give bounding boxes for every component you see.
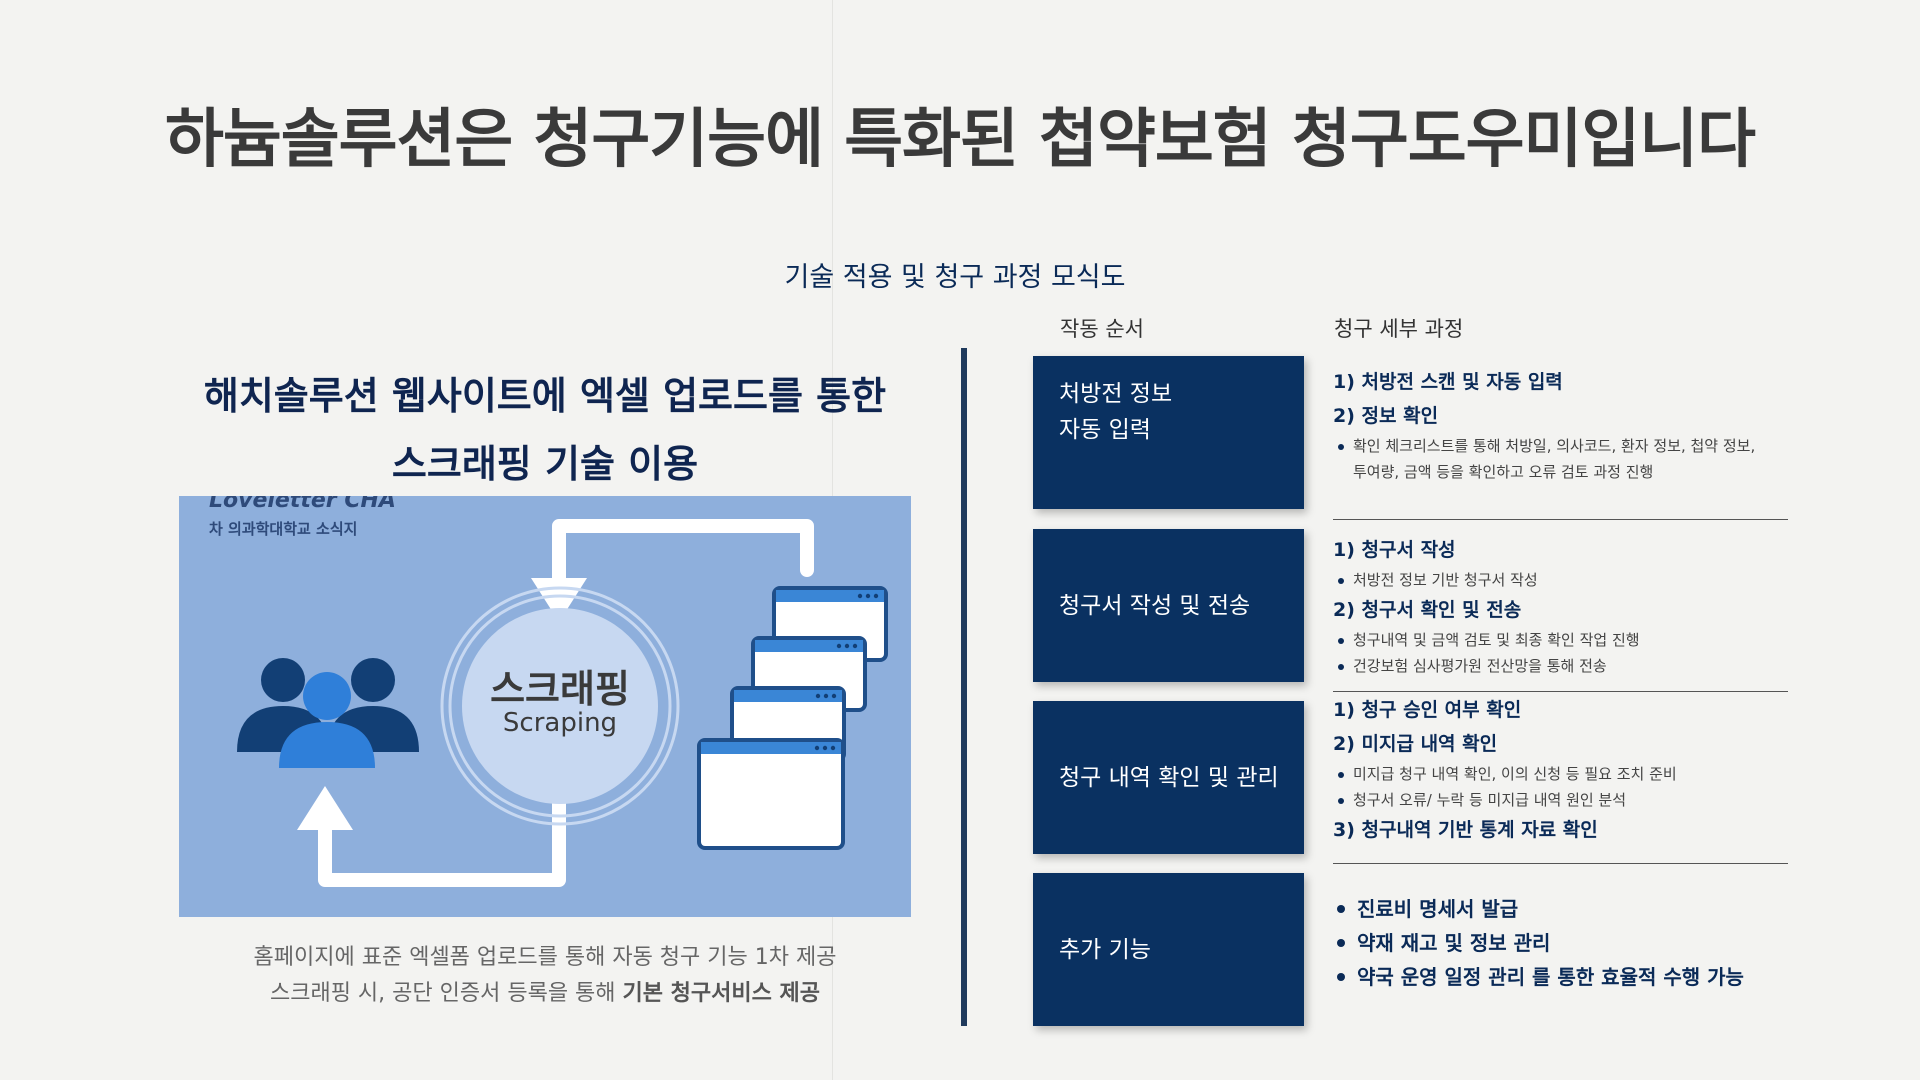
- browser-title-bar: [734, 690, 842, 702]
- browser-title-bar: [755, 640, 863, 652]
- column-header-order: 작동 순서: [1060, 317, 1144, 341]
- users-icon: [237, 658, 419, 768]
- detail-block-4: 진료비 명세서 발급 약재 재고 및 정보 관리 약국 운영 일정 관리 를 통…: [1333, 892, 1788, 994]
- step-box-extra-features: 추가 기능: [1033, 873, 1304, 1026]
- detail-bullet: 확인 체크리스트를 통해 처방일, 의사코드, 환자 정보, 첩약 정보, 투여…: [1333, 433, 1788, 485]
- detail-block-1: 1) 처방전 스캔 및 자동 입력 2) 정보 확인 확인 체크리스트를 통해 …: [1333, 365, 1788, 485]
- browser-window-icon: [697, 738, 845, 850]
- step-box-claim-history: 청구 내역 확인 및 관리: [1033, 701, 1304, 854]
- scraping-circle-mid: [448, 594, 672, 818]
- browser-title-bar: [776, 590, 884, 602]
- left-heading-line1: 해치솔루션 웹사이트에 엑셀 업로드를 통한: [203, 374, 887, 418]
- browser-dot: [857, 593, 863, 599]
- browser-title-bar: [701, 742, 841, 754]
- scraping-label-en: Scraping: [502, 708, 618, 738]
- step-box-claim-write-send: 청구서 작성 및 전송: [1033, 529, 1304, 682]
- left-heading: 해치솔루션 웹사이트에 엑셀 업로드를 통한 스크래핑 기술 이용: [180, 362, 910, 498]
- browser-dot: [814, 745, 820, 751]
- browser-dot: [873, 593, 879, 599]
- browser-dot: [831, 693, 837, 699]
- browser-dot: [865, 593, 871, 599]
- loop-arrow-top: [552, 519, 814, 591]
- scraping-label-kr: 스크래핑: [490, 667, 630, 711]
- loop-arrow-bottom: [318, 777, 566, 887]
- scraping-illustration: Loveletter CHA 차 의과학대학교 소식지 스크래핑 Scrapin…: [179, 496, 911, 917]
- step-box-prescription-input: 처방전 정보 자동 입력: [1033, 356, 1304, 509]
- panel-logo: Loveletter CHA: [209, 496, 396, 513]
- scraping-circle-outer: [440, 586, 680, 826]
- left-caption: 홈페이지에 표준 엑셀폼 업로드를 통해 자동 청구 기능 1차 제공 스크래핑…: [180, 940, 910, 1012]
- column-header-detail: 청구 세부 과정: [1334, 317, 1464, 341]
- arrow-head-up-icon: [297, 786, 353, 830]
- browser-dot: [844, 643, 850, 649]
- browser-dot: [836, 643, 842, 649]
- browser-window-stack-icon: [697, 586, 888, 850]
- scraping-diagram-svg: [237, 519, 888, 887]
- detail-separator: [1333, 519, 1788, 520]
- caption-line2: 스크래핑 시, 공단 인증서 등록을 통해 기본 청구서비스 제공: [269, 981, 821, 1006]
- caption-bold: 기본 청구서비스 제공: [622, 981, 821, 1006]
- browser-dot: [822, 745, 828, 751]
- diagram-title: 기술 적용 및 청구 과정 모식도: [784, 262, 1126, 293]
- page-title: 하늄솔루션은 청구기능에 특화된 첩약보험 청구도우미입니다: [164, 103, 1756, 177]
- left-heading-line2: 스크래핑 기술 이용: [391, 442, 699, 486]
- detail-separator: [1333, 691, 1788, 692]
- caption-line1: 홈페이지에 표준 엑셀폼 업로드를 통해 자동 청구 기능 1차 제공: [253, 945, 837, 970]
- browser-dot: [830, 745, 836, 751]
- detail-block-3: 1) 청구 승인 여부 확인 2) 미지급 내역 확인 미지급 청구 내역 확인…: [1333, 693, 1788, 847]
- browser-dot: [823, 693, 829, 699]
- detail-block-2: 1) 청구서 작성 처방전 정보 기반 청구서 작성 2) 청구서 확인 및 전…: [1333, 533, 1788, 679]
- vertical-divider-bar: [961, 348, 967, 1026]
- scraping-circle: [462, 608, 658, 804]
- browser-dot: [815, 693, 821, 699]
- browser-dot: [852, 643, 858, 649]
- detail-separator: [1333, 863, 1788, 864]
- panel-logo-sub: 차 의과학대학교 소식지: [209, 520, 358, 538]
